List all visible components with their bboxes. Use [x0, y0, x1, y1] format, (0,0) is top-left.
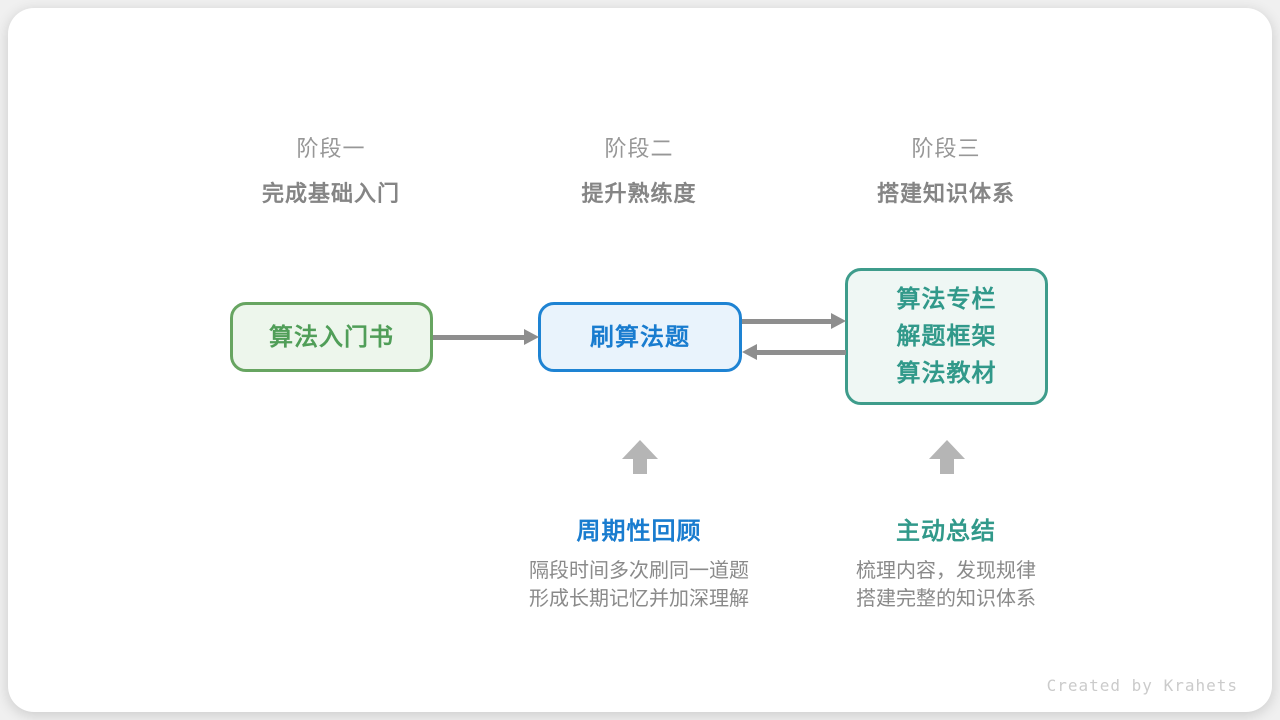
- arrow-shaft: [742, 318, 831, 324]
- node-resource-line-2: 解题框架: [896, 323, 997, 350]
- stage-1-label: 阶段一: [296, 136, 366, 161]
- arrow-shaft: [433, 334, 524, 340]
- annotation-summary-desc: 梳理内容，发现规律 搭建完整的知识体系: [786, 557, 1106, 613]
- node-intro-book-label: 算法入门书: [269, 323, 394, 351]
- stage-3-subtitle: 搭建知识体系: [876, 181, 1015, 206]
- stage-2-label: 阶段二: [604, 136, 674, 161]
- arrow-stage3-to-stage2-icon: [742, 344, 846, 360]
- node-intro-book: 算法入门书: [230, 302, 433, 372]
- up-arrow-stem: [633, 459, 647, 474]
- diagram-card: 阶段一 完成基础入门 阶段二 提升熟练度 阶段三 搭建知识体系 算法入门书 刷算…: [8, 8, 1272, 712]
- node-resource-line-1: 算法专栏: [896, 286, 997, 313]
- up-arrow-head-icon: [929, 440, 965, 459]
- annotation-summary-title: 主动总结: [896, 518, 996, 545]
- node-practice-label: 刷算法题: [590, 323, 690, 351]
- stage-2-subtitle: 提升熟练度: [581, 181, 697, 206]
- annotation-review-desc-line-1: 隔段时间多次刷同一道题: [529, 560, 749, 582]
- arrow-shaft: [757, 349, 846, 355]
- annotation-summary-desc-line-2: 搭建完整的知识体系: [856, 588, 1036, 610]
- arrow-stage1-to-stage2-icon: [433, 329, 539, 345]
- up-arrow-stem: [940, 459, 954, 474]
- annotation-review-desc-line-2: 形成长期记忆并加深理解: [529, 588, 749, 610]
- stage-1-subtitle: 完成基础入门: [261, 181, 400, 206]
- up-arrow-summary-icon: [929, 440, 965, 474]
- credit-text: Created by Krahets: [1046, 676, 1238, 695]
- up-arrow-head-icon: [622, 440, 658, 459]
- annotation-review-desc: 隔段时间多次刷同一道题 形成长期记忆并加深理解: [479, 557, 799, 613]
- up-arrow-review-icon: [622, 440, 658, 474]
- arrow-head-left-icon: [742, 344, 757, 360]
- node-resource-line-3: 算法教材: [896, 360, 997, 387]
- node-knowledge-resources: 算法专栏 解题框架 算法教材: [845, 268, 1048, 405]
- annotation-review-title: 周期性回顾: [576, 518, 702, 545]
- arrow-stage2-to-stage3-icon: [742, 313, 846, 329]
- annotation-summary-desc-line-1: 梳理内容，发现规律: [856, 560, 1036, 582]
- stage-3-label: 阶段三: [911, 136, 981, 161]
- arrow-head-right-icon: [831, 313, 846, 329]
- arrow-head-right-icon: [524, 329, 539, 345]
- node-practice-problems: 刷算法题: [538, 302, 742, 372]
